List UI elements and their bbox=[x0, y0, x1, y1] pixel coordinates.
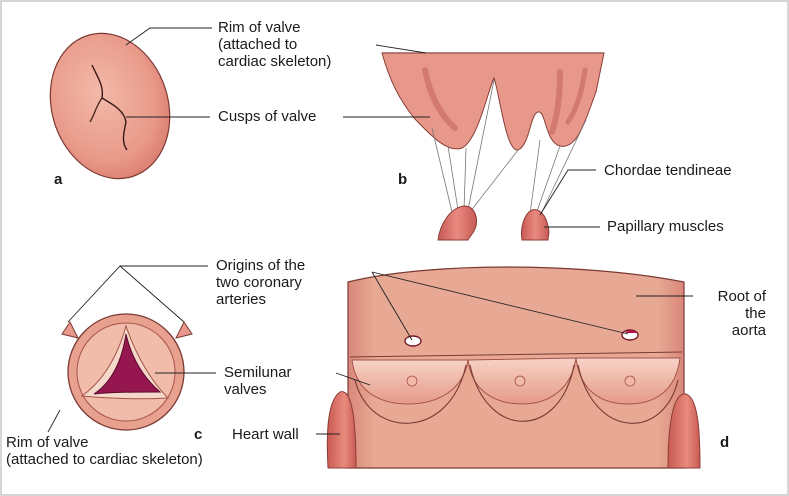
aorta-root bbox=[327, 267, 700, 468]
label-semilunar-valves: Semilunar valves bbox=[224, 364, 292, 398]
label-heart-wall: Heart wall bbox=[232, 426, 299, 443]
label-chordae-tendineae: Chordae tendineae bbox=[604, 162, 732, 179]
valve-a-closed bbox=[32, 18, 188, 195]
label-papillary-muscles: Papillary muscles bbox=[607, 218, 724, 235]
label-cusps-of-valve: Cusps of valve bbox=[218, 108, 316, 125]
panel-letter-c: c bbox=[194, 426, 202, 443]
valve-b-av bbox=[382, 53, 604, 240]
label-origins-coronary: Origins of the two coronary arteries bbox=[216, 257, 305, 308]
label-rim-of-valve-top: Rim of valve (attached to cardiac skelet… bbox=[218, 19, 331, 70]
panel-letter-a: a bbox=[54, 171, 62, 188]
panel-letter-b: b bbox=[398, 171, 407, 188]
label-rim-of-valve-bottom: Rim of valve (attached to cardiac skelet… bbox=[6, 434, 203, 468]
coronary-ostium-left bbox=[405, 336, 421, 346]
valve-c-semilunar bbox=[62, 314, 192, 430]
label-root-of-aorta: Root of the aorta bbox=[700, 288, 766, 339]
panel-letter-d: d bbox=[720, 434, 729, 451]
papillary-muscle-right bbox=[521, 210, 548, 240]
papillary-muscle-left bbox=[438, 206, 477, 240]
